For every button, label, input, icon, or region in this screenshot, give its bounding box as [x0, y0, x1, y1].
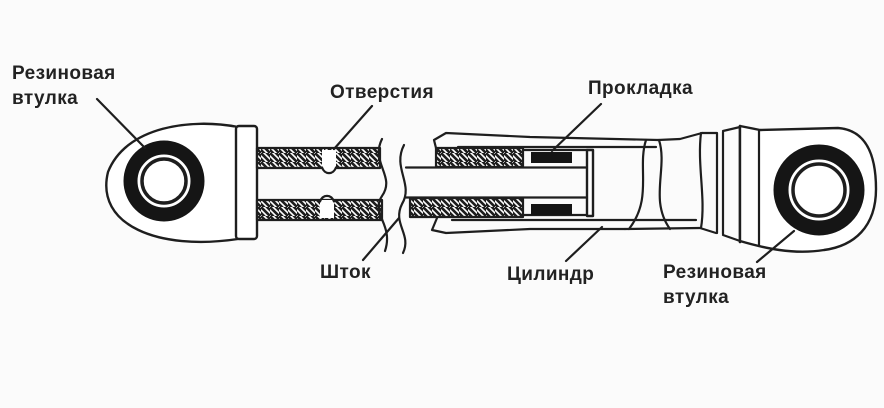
- left-collar: [234, 124, 259, 241]
- rod-hole-bottom-bump: [318, 194, 336, 203]
- rubber-bushing-left-ring: [123, 140, 205, 222]
- left-eye-assembly: [105, 122, 259, 243]
- rod-break-left-edge: [377, 137, 388, 253]
- cylinder-neck-rings: [700, 125, 742, 243]
- cylinder-end-top: [656, 131, 704, 142]
- rod-inner-wall-top: [434, 146, 525, 169]
- bushing-hole-right: [791, 162, 847, 218]
- label-rod: Шток: [320, 262, 371, 283]
- bushing-hole-left: [140, 157, 188, 205]
- leader-lines: [95, 97, 796, 264]
- rod-inner-wall-bottom: [408, 196, 525, 219]
- label-right-rubber-bushing-line2: втулка: [663, 287, 730, 308]
- cylinder-end-wave: [698, 131, 704, 230]
- label-left-rubber-bushing-line1: Резиновая: [12, 63, 116, 84]
- piston-rod-inner-section: [398, 143, 595, 255]
- label-left-rubber-bushing: Резиновая втулка: [12, 61, 116, 111]
- rubber-bushing-right-ring: [773, 144, 865, 236]
- leader-holes: [332, 104, 374, 151]
- piston-end-cap: [585, 148, 595, 218]
- cylinder-end-bottom: [623, 226, 718, 235]
- label-left-rubber-bushing-line2: втулка: [12, 88, 79, 109]
- label-holes: Отверстия: [330, 82, 434, 103]
- cylinder-body: [430, 124, 742, 244]
- label-cylinder: Цилиндр: [507, 264, 595, 285]
- gasket-top: [531, 152, 572, 163]
- leader-gasket: [550, 102, 603, 153]
- label-right-rubber-bushing: Резиновая втулка: [663, 260, 767, 310]
- rod-hole-top: [322, 150, 336, 170]
- label-gasket: Прокладка: [588, 78, 693, 99]
- piston-rod-left-section: [255, 137, 388, 253]
- right-eye-assembly: [738, 124, 878, 253]
- leader-left-bushing: [95, 97, 147, 150]
- leader-right-bushing: [755, 229, 796, 264]
- cylinder-mouth-lip-bottom: [430, 216, 627, 235]
- label-right-rubber-bushing-line1: Резиновая: [663, 262, 767, 283]
- rod-hole-bottom: [320, 200, 334, 218]
- rod-wall-bottom: [255, 198, 384, 222]
- leader-cylinder: [564, 225, 604, 263]
- leader-rod: [361, 216, 401, 262]
- rod-wall-top: [255, 146, 382, 170]
- gasket-bottom: [531, 204, 572, 215]
- rod-break-right-edge: [398, 143, 407, 255]
- cylinder-mouth-lip-top: [432, 131, 660, 154]
- cylinder-crease-2: [657, 138, 672, 231]
- rod-hole-top-bump: [320, 166, 338, 175]
- cylinder-crease-1: [627, 138, 648, 231]
- rod-bore-lines: [404, 166, 590, 199]
